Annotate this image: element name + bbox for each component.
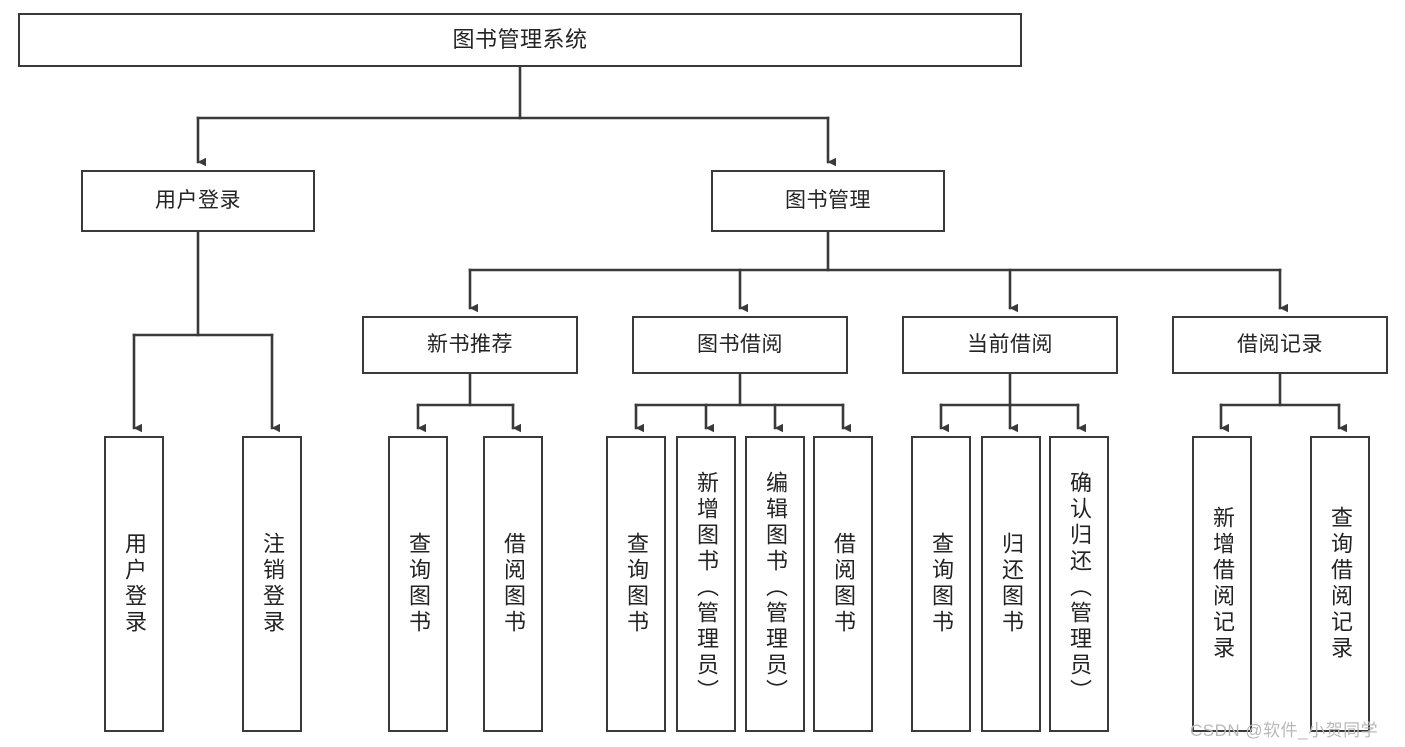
node-leaf-logout-login[interactable]: 注销登录 <box>242 436 302 732</box>
node-leaf-query-book-recommend[interactable]: 查询图书 <box>388 436 448 732</box>
node-borrow-record[interactable]: 借阅记录 <box>1172 316 1388 374</box>
node-label: 新增借阅记录 <box>1210 506 1235 662</box>
node-book-manage[interactable]: 图书管理 <box>711 170 945 232</box>
node-label: 查询图书 <box>624 532 649 636</box>
node-label: 借阅图书 <box>501 532 526 636</box>
node-book-borrow[interactable]: 图书借阅 <box>632 316 848 374</box>
node-leaf-add-book[interactable]: 新增图书（管理员） <box>676 436 736 732</box>
node-leaf-borrow-book[interactable]: 借阅图书 <box>813 436 873 732</box>
node-root-book-management-system[interactable]: 图书管理系统 <box>18 13 1022 67</box>
node-leaf-borrow-book-recommend[interactable]: 借阅图书 <box>483 436 543 732</box>
node-label: 图书借阅 <box>697 332 783 356</box>
node-leaf-confirm-return[interactable]: 确认归还（管理员） <box>1049 436 1109 732</box>
node-label: 图书管理系统 <box>452 27 588 53</box>
node-label: 编辑图书（管理员） <box>763 471 788 705</box>
node-label: 注销登录 <box>260 532 285 636</box>
node-leaf-query-book-borrow[interactable]: 查询图书 <box>606 436 666 732</box>
node-label: 查询图书 <box>406 532 431 636</box>
node-leaf-return-book[interactable]: 归还图书 <box>981 436 1041 732</box>
node-label: 新增图书（管理员） <box>694 471 719 705</box>
node-label: 用户登录 <box>122 532 147 636</box>
csdn-watermark: CSDN @软件_小贺同学 <box>1190 721 1379 740</box>
node-label: 用户登录 <box>155 188 241 212</box>
node-label: 图书管理 <box>785 188 871 212</box>
node-user-login[interactable]: 用户登录 <box>81 170 315 232</box>
node-leaf-query-borrow-record[interactable]: 查询借阅记录 <box>1310 436 1370 732</box>
node-leaf-edit-book[interactable]: 编辑图书（管理员） <box>745 436 805 732</box>
node-label: 当前借阅 <box>967 332 1053 356</box>
node-label: 确认归还（管理员） <box>1067 471 1092 705</box>
node-new-book-recommend[interactable]: 新书推荐 <box>362 316 578 374</box>
node-label: 查询借阅记录 <box>1328 506 1353 662</box>
node-label: 借阅记录 <box>1237 332 1323 356</box>
node-label: 借阅图书 <box>831 532 856 636</box>
node-label: 归还图书 <box>999 532 1024 636</box>
node-leaf-add-borrow-record[interactable]: 新增借阅记录 <box>1192 436 1252 732</box>
node-label: 查询图书 <box>929 532 954 636</box>
node-label: 新书推荐 <box>427 332 513 356</box>
node-current-borrow[interactable]: 当前借阅 <box>902 316 1118 374</box>
node-leaf-query-book-current[interactable]: 查询图书 <box>911 436 971 732</box>
node-leaf-user-login[interactable]: 用户登录 <box>104 436 164 732</box>
